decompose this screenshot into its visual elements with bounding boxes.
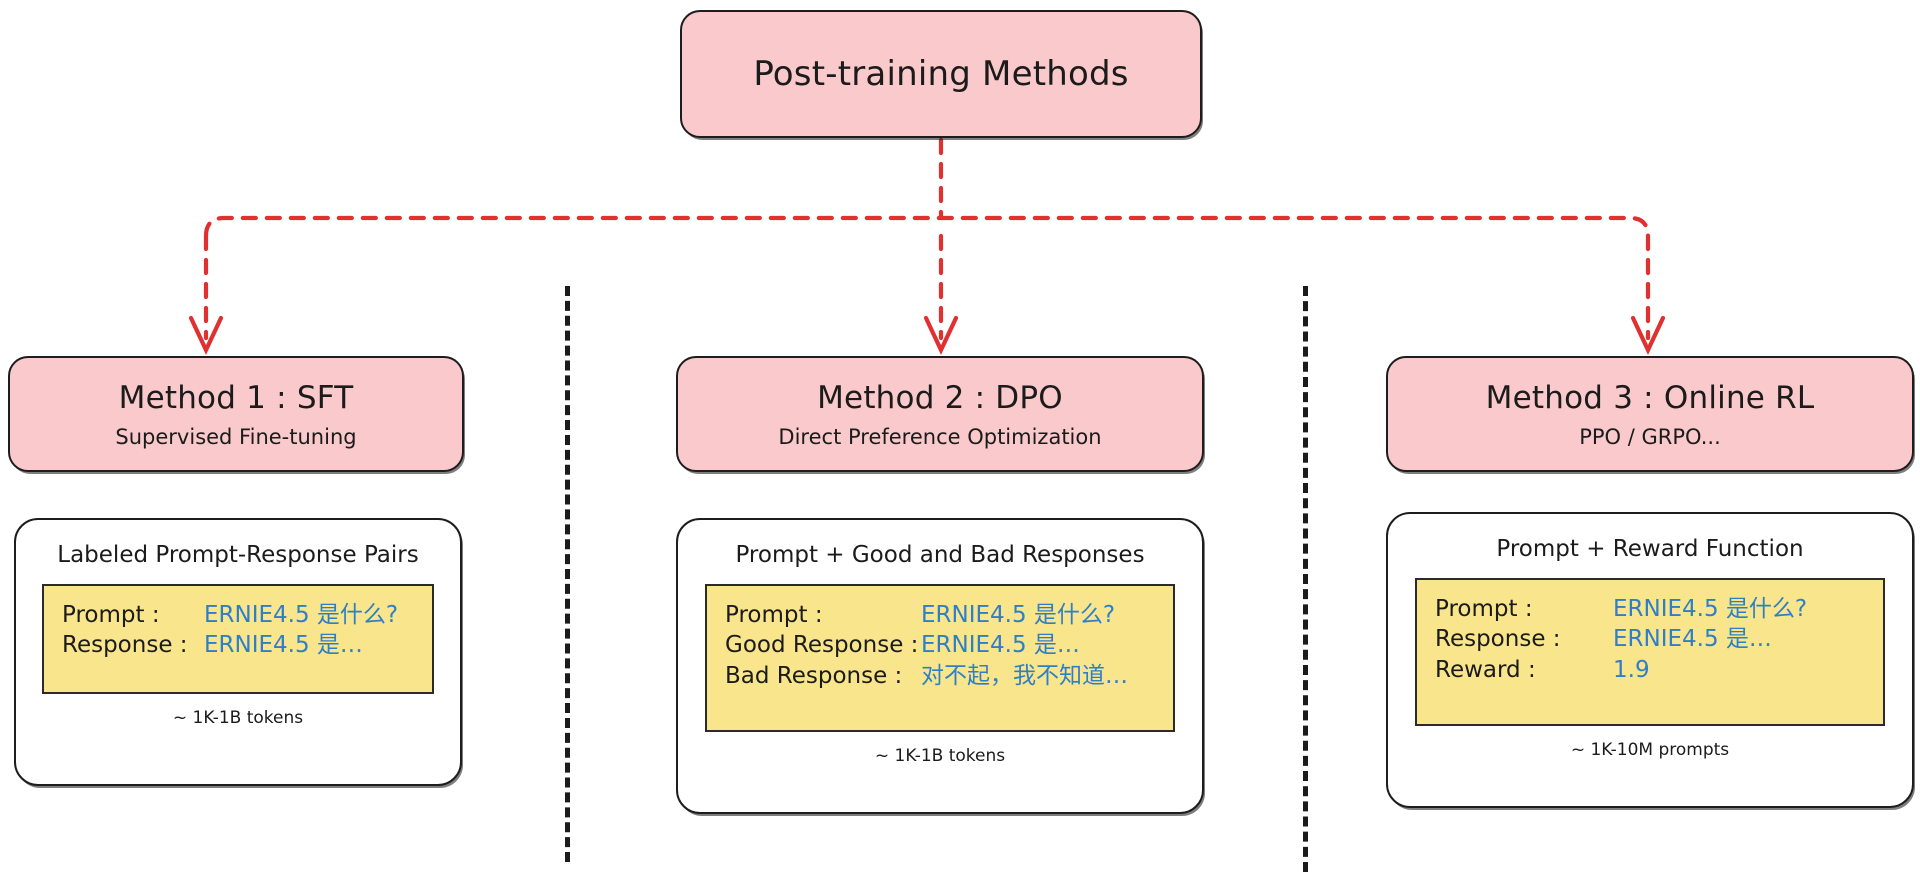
dashed-divider-1 <box>565 286 570 862</box>
method-card-3[interactable]: Method 3 : Online RL PPO / GRPO... <box>1386 356 1914 472</box>
dashed-divider-2 <box>1303 286 1308 872</box>
method-title-2: Method 2 : DPO <box>817 379 1063 416</box>
detail-footnote-1: ~ 1K-1B tokens <box>172 708 304 728</box>
sample-value: ERNIE4.5 是什么? <box>204 602 399 628</box>
detail-card-1[interactable]: Labeled Prompt-Response Pairs Prompt : E… <box>14 518 462 786</box>
sample-key: Good Response : <box>725 632 919 659</box>
sample-value: ERNIE4.5 是… <box>204 632 363 659</box>
sample-row: Good Response : ERNIE4.5 是… <box>725 630 1155 660</box>
sample-key: Prompt : <box>1435 596 1533 622</box>
detail-title-2: Prompt + Good and Bad Responses <box>735 542 1145 568</box>
sample-row: Reward : 1.9 <box>1435 655 1865 685</box>
method-card-2[interactable]: Method 2 : DPO Direct Preference Optimiz… <box>676 356 1204 472</box>
sample-key: Bad Response : <box>725 662 903 689</box>
detail-title-3: Prompt + Reward Function <box>1496 536 1804 562</box>
connector-bus <box>203 215 1651 239</box>
detail-footnote-3: ~ 1K-10M prompts <box>1570 740 1730 760</box>
sample-key: Response : <box>1435 626 1561 653</box>
sample-box-1: Prompt : ERNIE4.5 是什么? Response : ERNIE4… <box>42 584 434 694</box>
sample-value: ERNIE4.5 是什么? <box>921 602 1116 628</box>
method-subtitle-2: Direct Preference Optimization <box>778 424 1102 449</box>
detail-card-3[interactable]: Prompt + Reward Function Prompt : ERNIE4… <box>1386 512 1914 808</box>
method-title-3: Method 3 : Online RL <box>1485 379 1815 416</box>
sample-row: Response : ERNIE4.5 是… <box>1435 624 1865 654</box>
method-card-1[interactable]: Method 1 : SFT Supervised Fine-tuning <box>8 356 464 472</box>
sample-row: Prompt : ERNIE4.5 是什么? <box>725 600 1155 630</box>
sample-value: ERNIE4.5 是… <box>1613 626 1772 653</box>
sample-box-2: Prompt : ERNIE4.5 是什么? Good Response : E… <box>705 584 1175 732</box>
root-node[interactable]: Post-training Methods <box>680 10 1202 138</box>
sample-value: ERNIE4.5 是什么? <box>1613 596 1808 622</box>
sample-key: Prompt : <box>725 602 823 628</box>
sample-value: 1.9 <box>1613 656 1650 683</box>
sample-key: Prompt : <box>62 602 160 628</box>
sample-key: Reward : <box>1435 656 1536 683</box>
sample-row: Prompt : ERNIE4.5 是什么? <box>62 600 414 630</box>
sample-row: Response : ERNIE4.5 是… <box>62 630 414 660</box>
sample-row: Bad Response : 对不起，我不知道… <box>725 661 1155 691</box>
detail-card-2[interactable]: Prompt + Good and Bad Responses Prompt :… <box>676 518 1204 814</box>
detail-footnote-2: ~ 1K-1B tokens <box>874 746 1006 766</box>
detail-title-1: Labeled Prompt-Response Pairs <box>57 542 419 568</box>
sample-box-3: Prompt : ERNIE4.5 是什么? Response : ERNIE4… <box>1415 578 1885 726</box>
method-title-1: Method 1 : SFT <box>118 379 354 416</box>
arrowhead-3 <box>1630 315 1666 355</box>
arrowhead-1 <box>188 315 224 355</box>
sample-value: ERNIE4.5 是… <box>921 632 1080 659</box>
sample-value: 对不起，我不知道… <box>921 662 1128 689</box>
sample-row: Prompt : ERNIE4.5 是什么? <box>1435 594 1865 624</box>
arrowhead-2 <box>923 315 959 355</box>
method-subtitle-1: Supervised Fine-tuning <box>115 424 357 449</box>
sample-key: Response : <box>62 632 188 659</box>
method-subtitle-3: PPO / GRPO... <box>1579 424 1721 449</box>
root-node-label: Post-training Methods <box>753 54 1129 94</box>
